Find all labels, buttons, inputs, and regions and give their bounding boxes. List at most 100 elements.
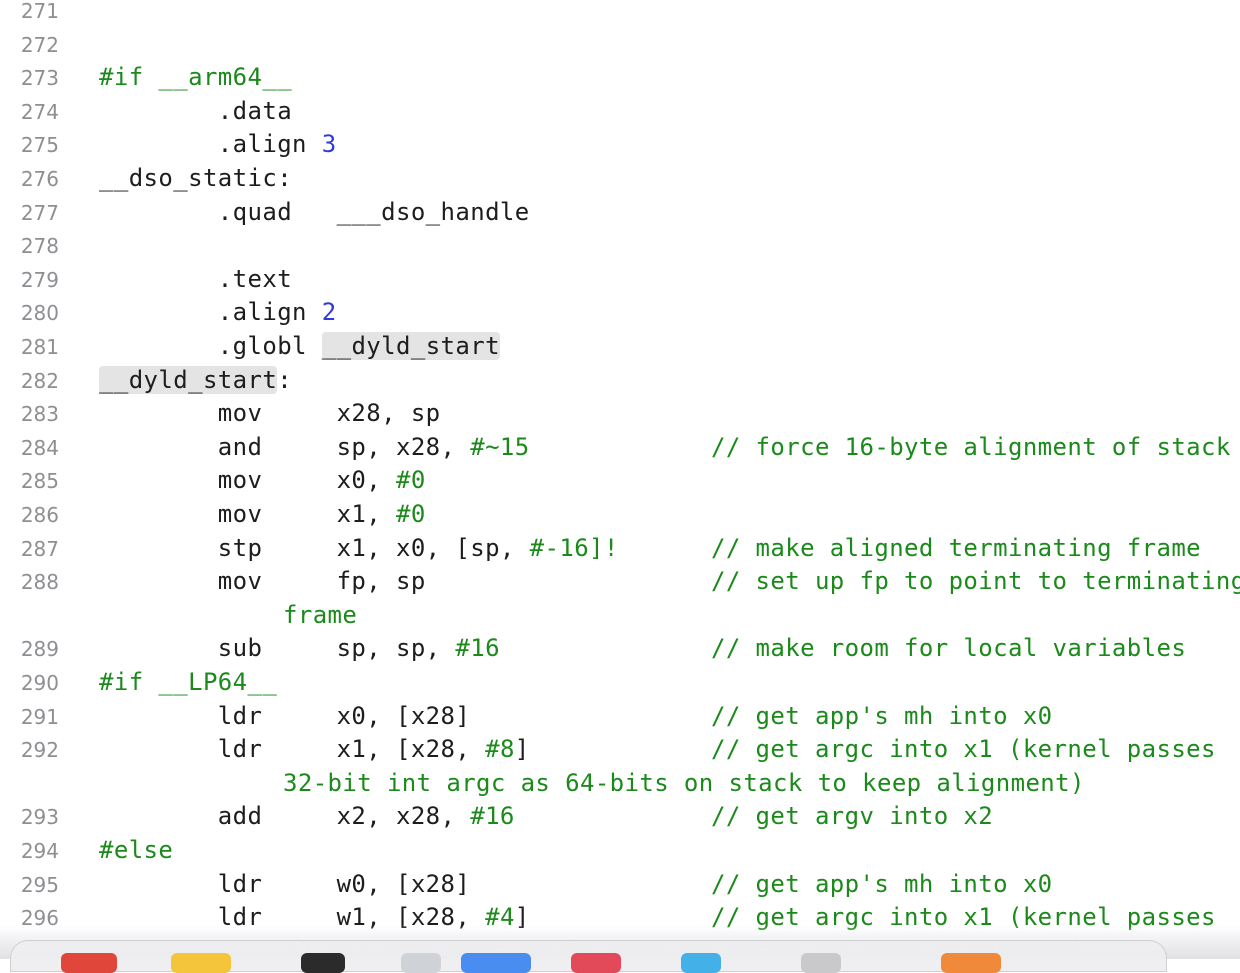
dock: [10, 940, 1167, 973]
line-number: 276: [20, 167, 59, 191]
line-number: 288: [20, 570, 59, 595]
code-text: ldr x1, [x28, #8]: [99, 735, 530, 763]
code-text: .text: [99, 265, 292, 293]
code-line[interactable]: 280 .align 2: [0, 295, 1240, 326]
code-line[interactable]: 291 ldr x0, [x28] // get app's mh into x0: [0, 699, 1240, 730]
code-line[interactable]: 274 .data: [0, 94, 1240, 125]
mail-icon[interactable]: [61, 953, 117, 973]
code-token: .align: [99, 130, 322, 159]
code-token: #16: [470, 802, 515, 831]
code-line[interactable]: 279 .text: [0, 262, 1240, 293]
code-token: .globl: [99, 332, 322, 360]
line-number: 281: [20, 335, 59, 359]
code-token: and sp, x28,: [99, 432, 471, 461]
code-line[interactable]: 283 mov x28, sp: [0, 396, 1240, 427]
code-line[interactable]: 277 .quad ___dso_handle: [0, 195, 1240, 226]
code-token: stp x1, x0, [sp,: [99, 533, 530, 562]
code-token: mov x1,: [99, 500, 396, 528]
highlighted-symbol: __dyld_start: [99, 365, 278, 394]
finder-icon[interactable]: [461, 953, 531, 973]
code-text: mov x0, #0: [99, 466, 426, 494]
code-token: ]: [514, 903, 530, 932]
code-line-wrap[interactable]: frame: [0, 598, 1240, 629]
code-token: #if __LP64__: [99, 668, 278, 696]
code-token: __dso_static:: [99, 164, 293, 192]
code-line[interactable]: 284 and sp, x28, #~15// force 16-byte al…: [0, 430, 1240, 461]
line-number: 294: [20, 839, 59, 863]
code-line-wrap[interactable]: 32-bit int argc as 64-bits on stack to k…: [0, 766, 1240, 797]
code-token: .quad ___dso_handle: [99, 197, 530, 226]
code-text: .globl __dyld_start: [99, 332, 500, 360]
code-line[interactable]: 273#if __arm64__: [0, 60, 1240, 92]
code-comment: // get app's mh into x0: [711, 701, 1053, 730]
code-text: .align 2: [99, 298, 337, 326]
app-icon[interactable]: [401, 953, 441, 973]
code-text: __dyld_start:: [99, 365, 292, 394]
code-line[interactable]: 271: [0, 0, 1240, 23]
code-text: __dso_static:: [99, 164, 292, 192]
code-line[interactable]: 278: [0, 228, 1240, 258]
code-comment: // make room for local variables: [711, 634, 1187, 663]
code-text: #if __LP64__: [99, 668, 277, 696]
line-number: 280: [20, 301, 59, 326]
code-line[interactable]: 286 mov x1, #0: [0, 497, 1240, 528]
photos-icon[interactable]: [571, 953, 621, 973]
code-token: ldr w0, [x28]: [99, 869, 471, 898]
code-token: sub sp, sp,: [99, 634, 456, 663]
code-comment: // make aligned terminating frame: [711, 533, 1202, 562]
line-number: 286: [20, 503, 59, 527]
line-number: 282: [20, 368, 59, 393]
code-line[interactable]: 292 ldr x1, [x28, #8]// get argc into x1…: [0, 732, 1240, 764]
code-token: #-16: [529, 533, 590, 562]
code-token: mov x0,: [99, 466, 396, 495]
code-line[interactable]: 282 __dyld_start:: [0, 363, 1240, 394]
code-line[interactable]: 295 ldr w0, [x28]// get app's mh into x0: [0, 867, 1240, 898]
code-text: .align 3: [99, 130, 337, 158]
code-token: .data: [99, 96, 293, 125]
code-line[interactable]: 293 add x2, x28, #16// get argv into x2: [0, 799, 1240, 831]
code-text: ldr x0, [x28]: [99, 702, 470, 730]
line-number: 291: [20, 704, 59, 729]
code-comment: // get argc into x1 (kernel passes: [711, 735, 1216, 764]
code-comment: // get argv into x2: [711, 802, 994, 831]
comment-wrap-text: frame: [283, 600, 358, 629]
line-number: 279: [20, 267, 59, 292]
code-token: #16: [455, 634, 500, 663]
highlighted-symbol: __dyld_start: [321, 332, 500, 360]
code-line[interactable]: 276 __dso_static:: [0, 161, 1240, 192]
code-comment: // force 16-byte alignment of stack: [711, 432, 1231, 461]
comment-wrap-text: 32-bit int argc as 64-bits on stack to k…: [283, 768, 1085, 797]
code-token: mov fp, sp: [99, 567, 426, 596]
code-text: mov fp, sp: [99, 567, 426, 595]
line-number: 290: [20, 671, 59, 695]
code-token: ldr x1, [x28,: [99, 735, 486, 764]
line-number: 285: [20, 469, 59, 494]
code-line[interactable]: 281 .globl __dyld_start: [0, 329, 1240, 360]
app-icon[interactable]: [941, 953, 1001, 973]
code-comment: // set up fp to point to terminating: [711, 567, 1240, 596]
code-token: mov x28, sp: [99, 399, 441, 428]
terminal-icon[interactable]: [301, 953, 345, 973]
line-number: 275: [20, 133, 59, 158]
code-line[interactable]: 272: [0, 27, 1240, 57]
app-icon[interactable]: [801, 953, 841, 973]
code-line[interactable]: 287 stp x1, x0, [sp, #-16]!// make align…: [0, 531, 1240, 562]
code-text: #else: [99, 836, 173, 864]
line-number: 283: [20, 402, 59, 427]
line-number: 289: [20, 637, 59, 662]
code-token: 3: [321, 130, 337, 159]
code-token: #if __arm64__: [99, 63, 293, 92]
code-line[interactable]: 289 sub sp, sp, #16 // make room for loca…: [0, 631, 1240, 663]
line-number: 274: [20, 99, 59, 124]
code-text: mov x28, sp: [99, 399, 441, 427]
code-token: #~15: [470, 432, 530, 461]
music-icon[interactable]: [681, 953, 721, 973]
code-line[interactable]: 294 #else: [0, 833, 1240, 864]
code-line[interactable]: 285 mov x0, #0: [0, 463, 1240, 494]
code-line[interactable]: 275 .align 3: [0, 127, 1240, 158]
code-token: #0: [395, 500, 426, 528]
code-line[interactable]: 288 mov fp, sp // set up fp to point to t…: [0, 564, 1240, 596]
notes-icon[interactable]: [171, 953, 231, 973]
code-line[interactable]: 290 #if __LP64__: [0, 665, 1240, 696]
